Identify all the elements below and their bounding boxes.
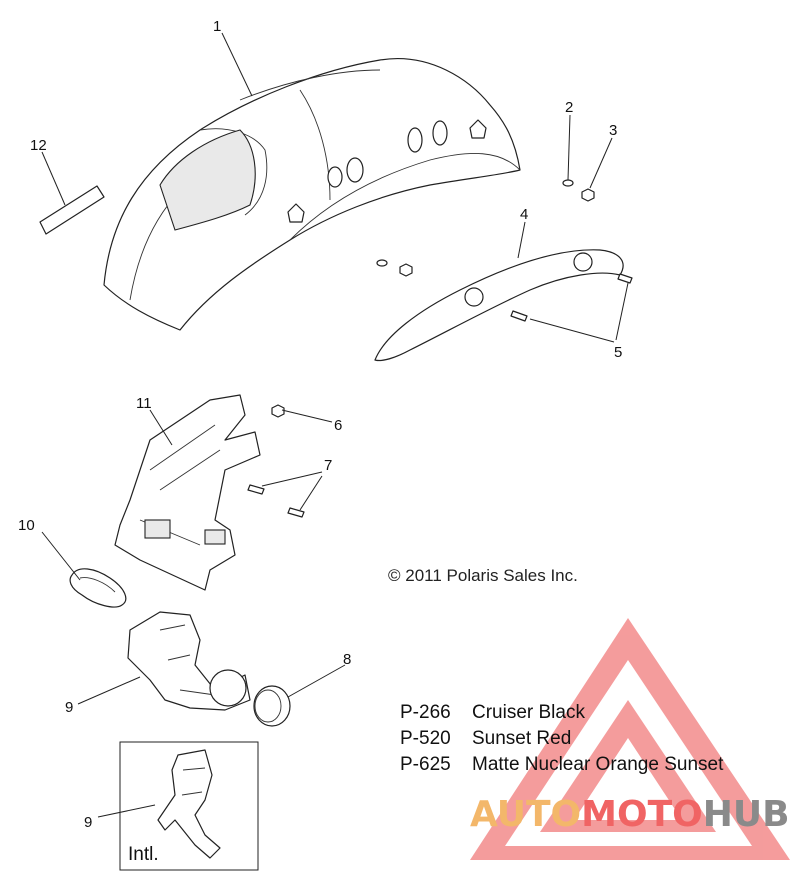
- callout-11: 11: [136, 395, 152, 412]
- trim-strip: [39, 185, 105, 235]
- legend-name-3: Matte Nuclear Orange Sunset: [472, 754, 724, 775]
- license-bracket: [114, 394, 261, 591]
- watermark-moto: MOTO: [581, 794, 703, 835]
- bracket-hardware: [247, 404, 305, 518]
- plate-mount: [127, 611, 251, 711]
- callout-7: 7: [324, 457, 332, 474]
- callout-5: 5: [614, 344, 622, 361]
- callout-9: 9: [65, 699, 73, 716]
- leader-lines: [41, 32, 629, 818]
- rear-fender: [103, 58, 521, 331]
- callout-8: 8: [343, 651, 351, 668]
- reflector: [69, 568, 127, 608]
- callout-4: 4: [520, 206, 528, 223]
- callout-10: 10: [18, 517, 35, 534]
- callout-12: 12: [30, 137, 47, 154]
- legend-code-2: P-520: [400, 728, 451, 749]
- callout-6: 6: [334, 417, 342, 434]
- washer-nut-set: [376, 179, 595, 277]
- callout-9-intl: 9: [84, 814, 92, 831]
- copyright-text: © 2011 Polaris Sales Inc.: [388, 566, 578, 585]
- callout-3: 3: [609, 122, 617, 139]
- legend-code-1: P-266: [400, 702, 451, 723]
- watermark-auto: AUTO: [470, 794, 581, 835]
- watermark-text: AUTOMOTOHUB: [470, 794, 790, 835]
- callout-2: 2: [565, 99, 573, 116]
- color-legend: P-266 Cruiser Black P-520 Sunset Red P-6…: [400, 702, 724, 775]
- intl-label: Intl.: [128, 844, 159, 865]
- watermark-logo: [470, 618, 790, 860]
- legend-code-3: P-625: [400, 754, 451, 775]
- callout-1: 1: [213, 18, 221, 35]
- legend-name-1: Cruiser Black: [472, 702, 585, 723]
- legend-name-2: Sunset Red: [472, 728, 571, 749]
- rail-bolts: [510, 273, 633, 322]
- intl-box: [119, 741, 259, 871]
- round-cover: [253, 685, 291, 727]
- watermark-hub: HUB: [703, 794, 790, 835]
